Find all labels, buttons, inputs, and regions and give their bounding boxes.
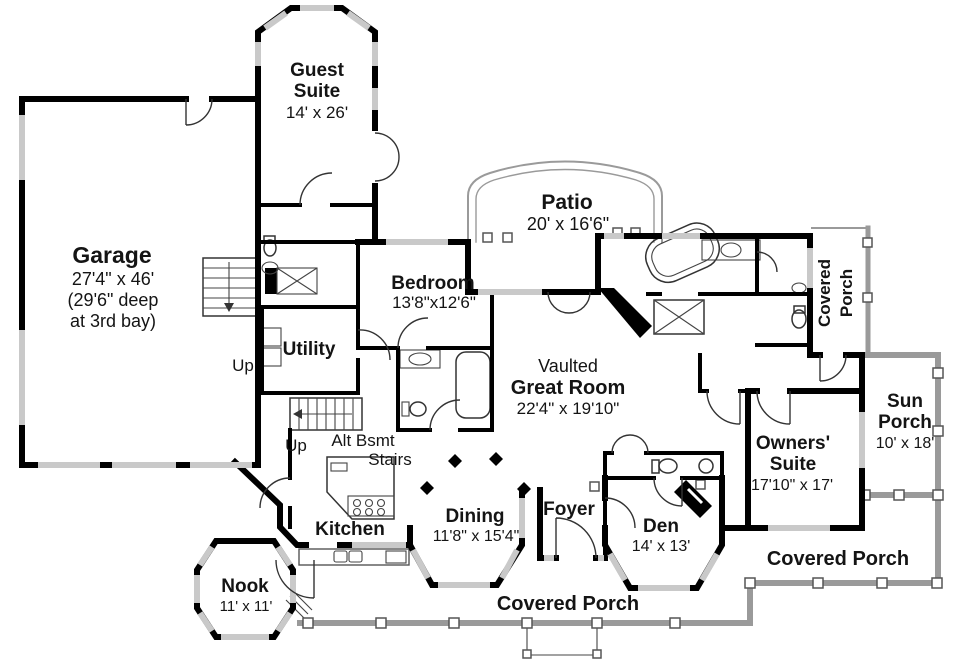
den-label: Den [643,516,679,537]
great-room-label1: Vaulted [538,356,598,376]
master-vanity [701,239,761,261]
bedroom-label: Bedroom [391,273,474,294]
owners-suite-label2: Suite [770,454,816,475]
alt-bsmt-label2: Stairs [368,450,411,469]
sun-porch-label1: Sun [887,391,923,412]
master-toilet [791,282,807,329]
sun-porch-dims: 10' x 18' [876,435,935,452]
door-gap [371,131,379,183]
up-garage-label: Up [232,356,254,375]
guest-suite-label2: Suite [294,81,340,102]
guest-suite-label: Guest [290,60,345,81]
porch-posts [302,227,944,659]
interior-walls [256,203,865,560]
owners-suite-label1: Owners' [756,433,830,454]
garage-label: Garage [72,242,151,268]
dining-label: Dining [445,506,504,527]
basement-stairs [289,397,363,431]
nook-dims: 11' x 11' [220,598,273,615]
doors [185,98,847,599]
master-bathtub [645,222,721,284]
covered-porch-bottom-right-label: Covered Porch [767,548,909,570]
foyer-label: Foyer [543,499,595,520]
washer-dryer [262,327,282,367]
guest-suite-dims: 14' x 26' [286,103,348,122]
great-room-label2: Great Room [511,377,625,399]
alt-bsmt-label1: Alt Bsmt [331,431,395,450]
den-dims: 14' x 13' [632,538,691,555]
windows [19,5,865,640]
kitchen-island [326,456,395,520]
den-fireplace [674,480,712,518]
patio-label: Patio [541,191,592,214]
sun-porch-label2: Porch [878,412,932,433]
covered-porch-right-outline [811,225,871,355]
garage-dims: 27'4" x 46' [72,269,154,289]
attic-access-box [265,267,318,295]
up-hall-label: Up [285,436,307,455]
owners-suite-dims: 17'10" x 17' [751,477,833,494]
garage-stairs [202,257,258,317]
garage-note2: at 3rd bay) [70,311,156,331]
dining-dims: 11'8" x 15'4" [433,528,520,545]
patio-outline [467,160,663,243]
utility-label: Utility [283,339,336,360]
kitchen-counter [298,548,410,566]
powder-room-fixtures [651,458,714,474]
great-room-dims: 22'4" x 19'10" [517,399,620,418]
covered-porch-bottom-label: Covered Porch [497,593,639,615]
column-markers [420,452,531,496]
patio-dims: 20' x 16'6" [527,214,609,234]
covered-porch-bottom-right-outline [747,492,941,626]
hall-bath-fixtures [399,349,491,419]
garage-note1: (29'6" deep [68,290,159,310]
bedroom-dims: 13'8"x12'6" [392,293,476,312]
nook-label: Nook [221,576,269,597]
covered-porch-right-label2: Porch [837,269,856,317]
labels: Guest Suite 14' x 26' Garage 27'4" x 46'… [68,60,935,615]
master-shower [653,299,705,335]
kitchen-label: Kitchen [315,519,385,540]
covered-porch-right-label1: Covered [815,259,834,327]
